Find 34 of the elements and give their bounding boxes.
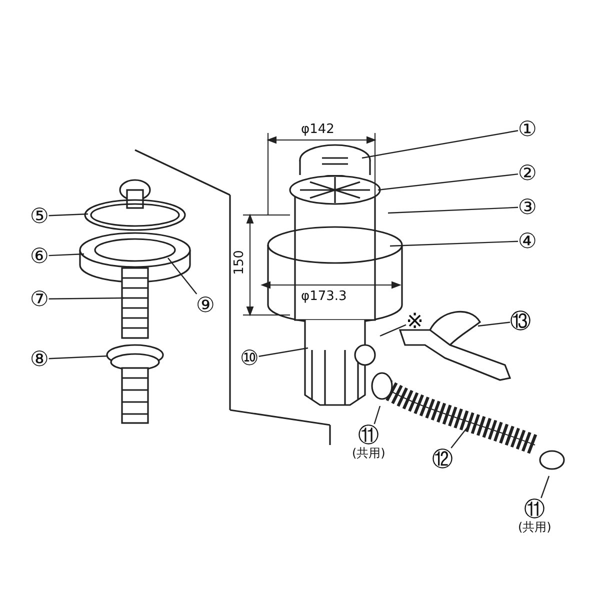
dimension-label: φ142: [300, 122, 336, 137]
leader-line: [168, 258, 198, 294]
leader-line: [478, 322, 510, 327]
callout-number: ⑥: [30, 245, 49, 267]
callout-number: ⑤: [30, 205, 49, 227]
callout-number: ⑧: [30, 348, 49, 370]
dimension-label: φ173.3: [300, 289, 348, 304]
note-text: (共用): [352, 446, 386, 460]
leader-line: [362, 130, 518, 159]
leader-line: [378, 173, 518, 191]
callout-number: ①: [518, 118, 537, 140]
leader-line: [388, 206, 518, 214]
callout-number: ⑬: [510, 310, 531, 332]
callout-number: ⑩: [240, 347, 259, 369]
leader-line: [48, 253, 84, 256]
leader-line: [380, 324, 406, 337]
callout-number: ⑫: [432, 448, 453, 470]
callout-number: ⑦: [30, 288, 49, 310]
callout-number: ⑨: [196, 294, 215, 316]
leader-line: [540, 476, 550, 498]
leader-line: [48, 355, 108, 360]
leader-line: [258, 347, 308, 357]
leader-line: [450, 424, 470, 448]
callout-number: ④: [518, 230, 537, 252]
callout-number: ※: [406, 310, 424, 332]
note-text: (共用): [518, 520, 552, 534]
callout-number: ②: [518, 162, 537, 184]
leader-line: [374, 406, 381, 424]
leader-line: [48, 213, 88, 216]
callout-number: ⑪: [523, 498, 546, 520]
leader-line: [390, 240, 518, 247]
callout-number: ⑪: [357, 424, 380, 446]
callout-number: ③: [518, 196, 537, 218]
leader-line: [48, 297, 124, 300]
